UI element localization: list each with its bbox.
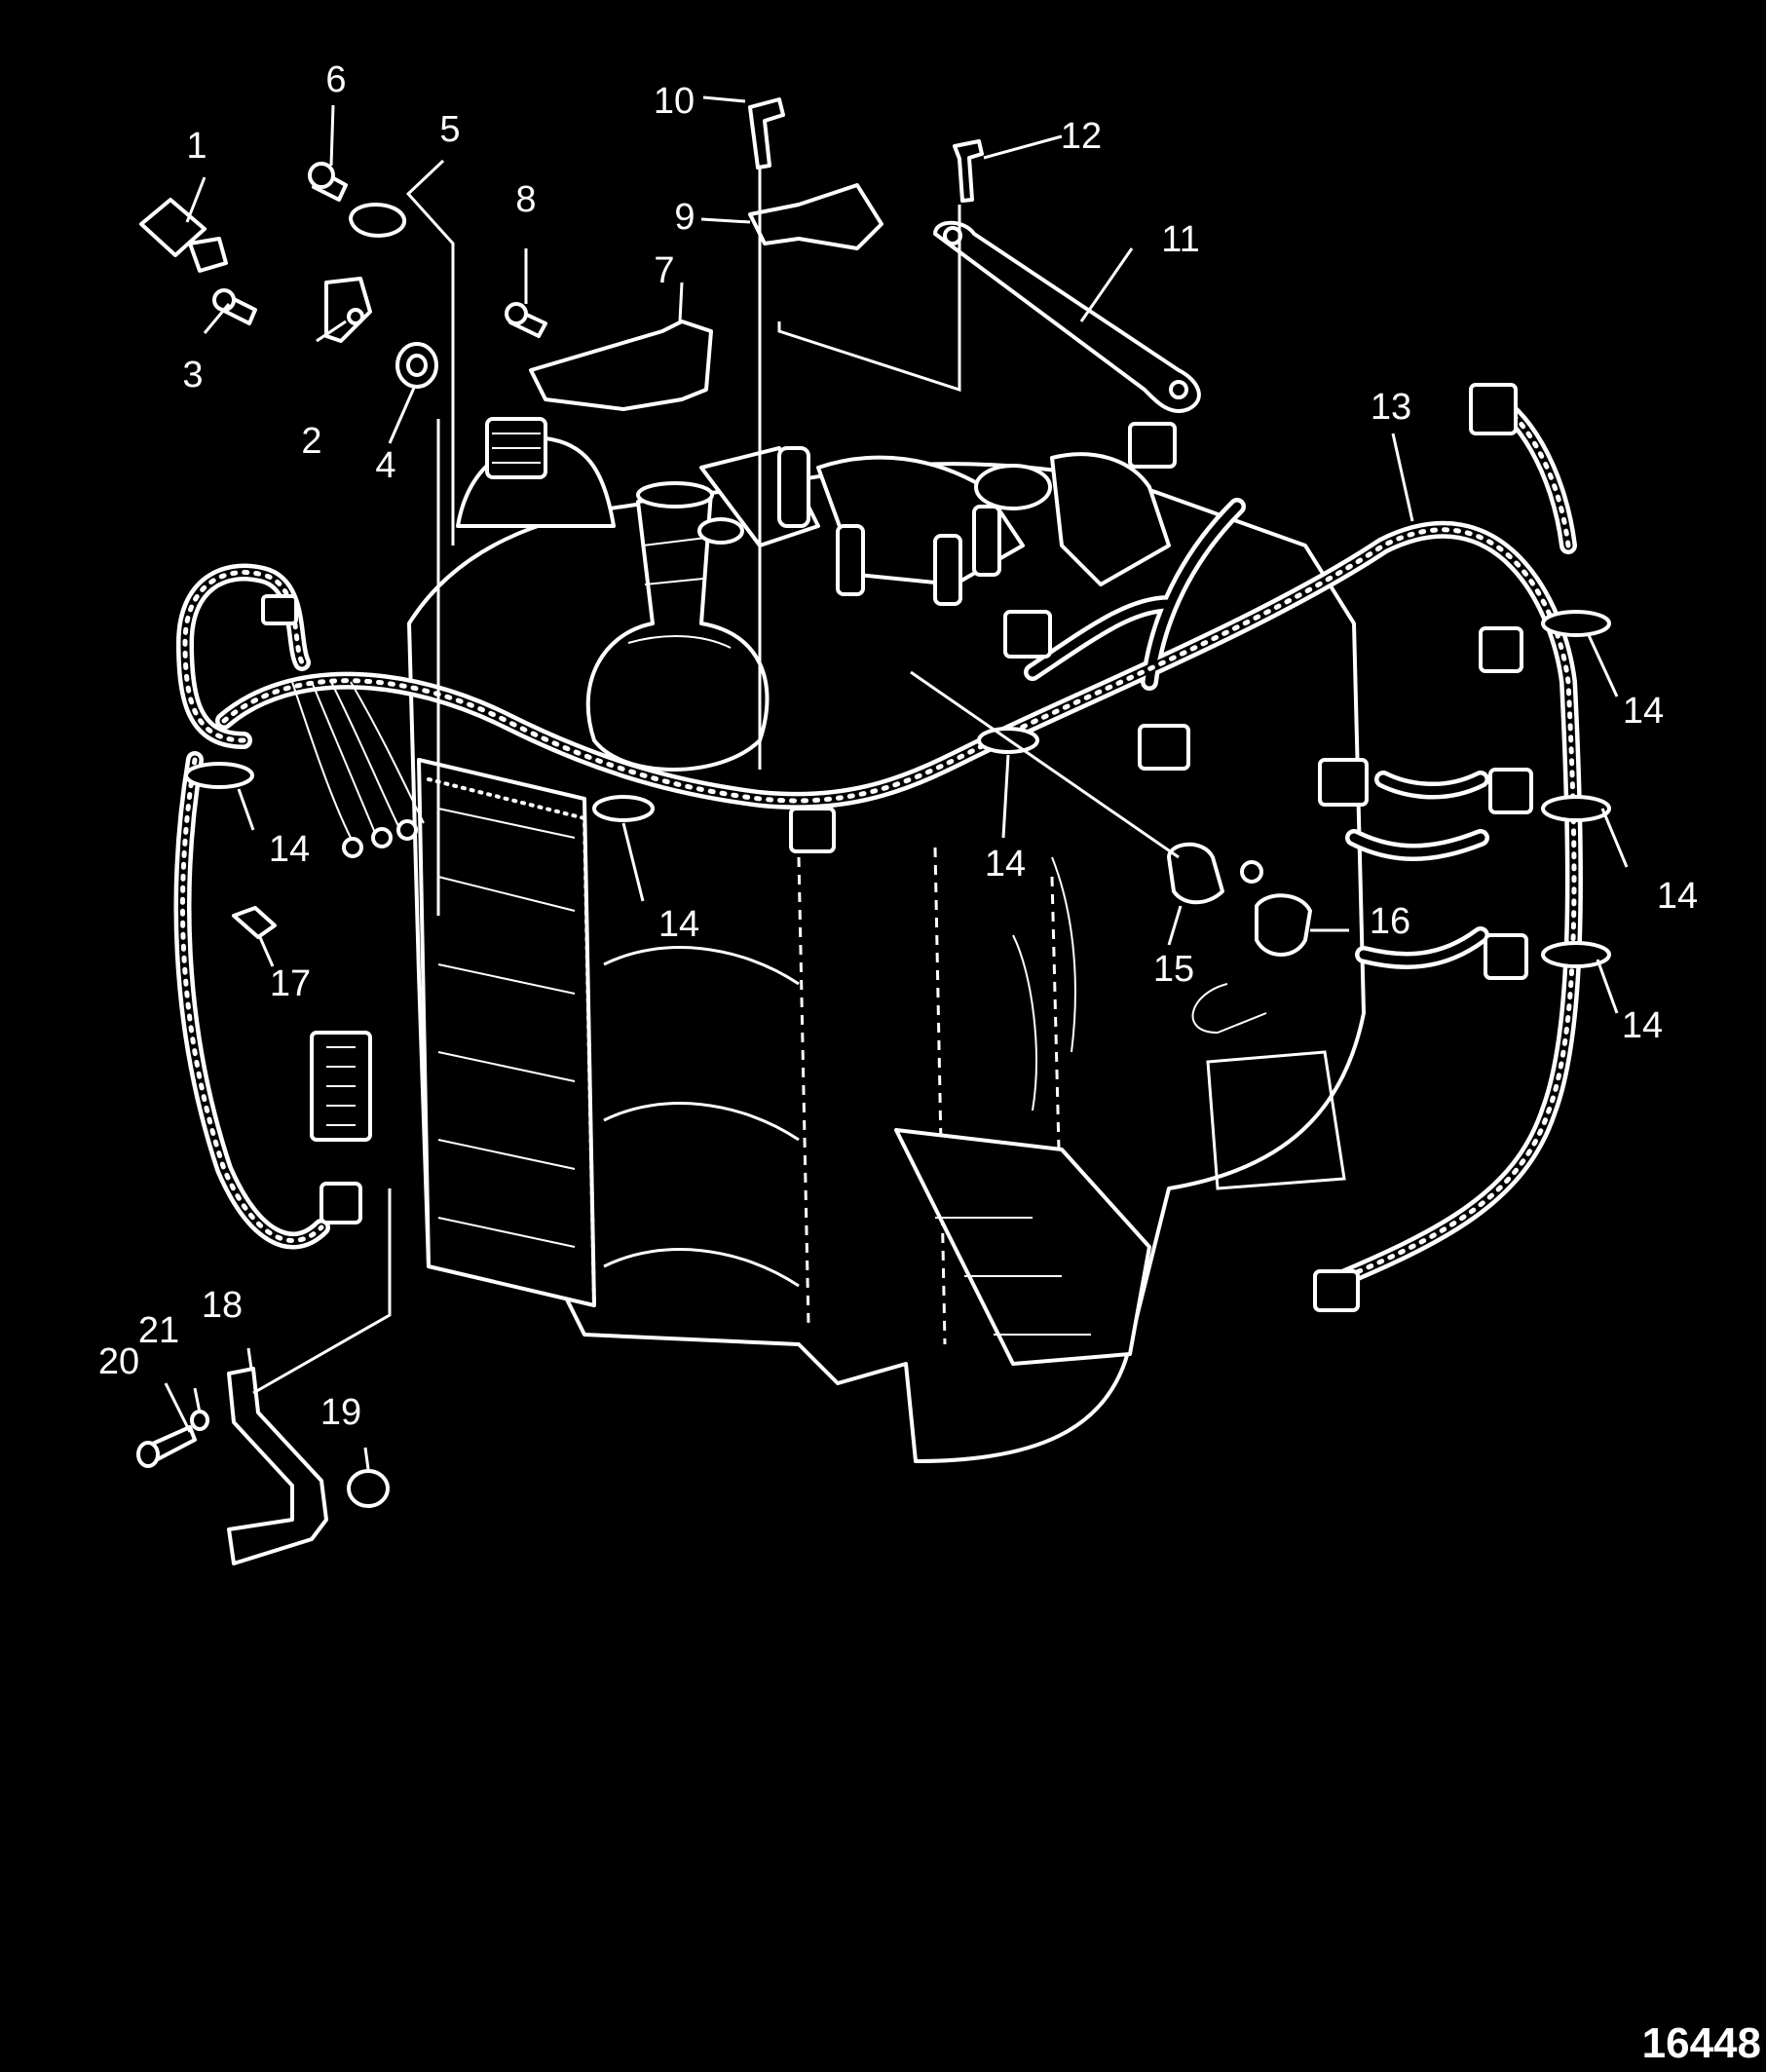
callout-14-f[interactable]: 14 xyxy=(1622,1005,1663,1046)
callout-9[interactable]: 9 xyxy=(674,197,695,238)
callout-14-c[interactable]: 14 xyxy=(985,844,1026,885)
callout-21[interactable]: 21 xyxy=(138,1310,179,1351)
callout-7[interactable]: 7 xyxy=(654,250,674,291)
callout-6[interactable]: 6 xyxy=(325,59,346,100)
callout-16[interactable]: 16 xyxy=(1370,901,1410,942)
callouts: 1 2 3 4 5 6 7 8 9 10 11 12 13 14 14 14 1… xyxy=(98,59,1698,1433)
callout-11[interactable]: 11 xyxy=(1161,219,1199,260)
figure-number: 16448 xyxy=(1642,2019,1761,2067)
callout-5[interactable]: 5 xyxy=(439,109,460,150)
callout-2[interactable]: 2 xyxy=(301,421,321,462)
callout-4[interactable]: 4 xyxy=(375,445,395,486)
callout-3[interactable]: 3 xyxy=(182,355,203,396)
callout-20[interactable]: 20 xyxy=(98,1341,139,1382)
callout-14-d[interactable]: 14 xyxy=(1623,691,1664,732)
callout-1[interactable]: 1 xyxy=(186,126,207,167)
callout-10[interactable]: 10 xyxy=(654,81,695,122)
callout-14-e[interactable]: 14 xyxy=(1657,876,1698,917)
wire-harness xyxy=(173,383,1611,1312)
callout-17[interactable]: 17 xyxy=(270,963,311,1004)
engine-block xyxy=(407,417,1366,1463)
callout-14-a[interactable]: 14 xyxy=(269,829,310,870)
callout-8[interactable]: 8 xyxy=(515,179,536,220)
callout-18[interactable]: 18 xyxy=(202,1285,243,1326)
small-parts xyxy=(136,97,1312,1565)
leader-lines xyxy=(164,95,1629,1470)
callout-14-b[interactable]: 14 xyxy=(658,904,699,945)
callout-13[interactable]: 13 xyxy=(1371,387,1411,428)
callout-19[interactable]: 19 xyxy=(320,1392,361,1433)
callout-12[interactable]: 12 xyxy=(1061,116,1102,157)
callout-15[interactable]: 15 xyxy=(1153,949,1194,990)
